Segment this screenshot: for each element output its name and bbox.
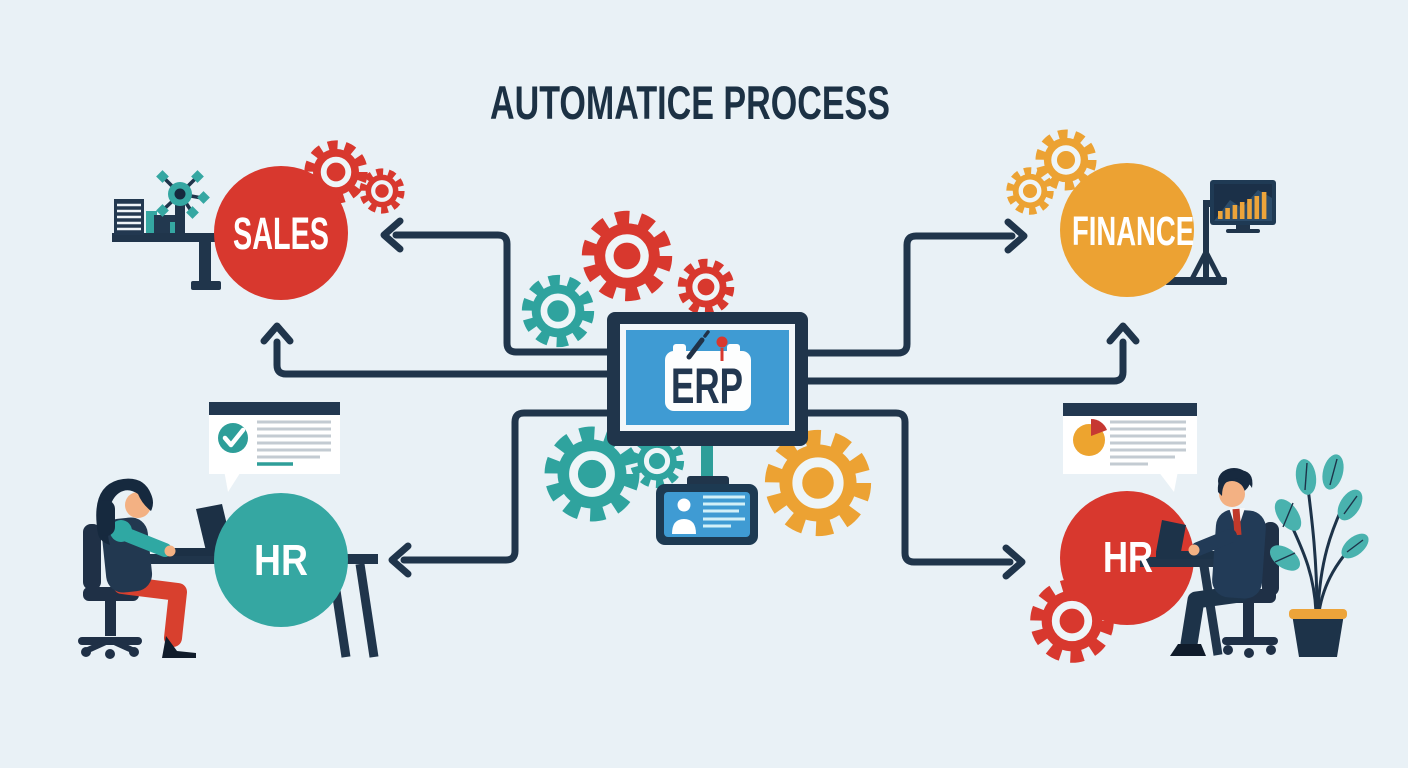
- erp-node: ERP: [607, 312, 808, 545]
- pin-icon: [716, 336, 728, 361]
- hr-left-label: HR: [254, 536, 308, 585]
- sales-desk-illustration: [112, 170, 240, 290]
- laptop-icon: [1156, 520, 1216, 559]
- man-hair-front: [1217, 470, 1253, 496]
- check-report-card: [209, 402, 340, 492]
- man-shoe: [1170, 644, 1206, 656]
- erp-label: ERP: [671, 358, 743, 414]
- woman-hair: [96, 478, 153, 545]
- page-title: AUTOMATICE PROCESS: [490, 76, 890, 129]
- arrow-erp-to-hr-left: [400, 409, 611, 564]
- finance-node: FINANCE: [1060, 163, 1276, 297]
- pie-chart-icon: [1073, 418, 1107, 456]
- man-tie: [1232, 508, 1242, 536]
- badge-stand: [701, 446, 713, 480]
- erp-label-card: ERP: [665, 330, 751, 414]
- sales-node: SALES: [112, 166, 348, 300]
- finance-label: FINANCE: [1072, 208, 1194, 254]
- woman-hand: [164, 545, 176, 557]
- arrowhead-up-sales: [260, 322, 294, 345]
- office-chair-icon: [1222, 522, 1279, 658]
- arrow-erp-to-sales-top: [392, 231, 611, 356]
- man-face: [1219, 481, 1245, 507]
- plant-icon: [1269, 454, 1369, 657]
- arrowhead-right-hr: [1002, 544, 1026, 580]
- check-icon: [218, 423, 248, 453]
- bar-chart-monitor-icon: [1165, 180, 1276, 285]
- hr-left-circle: [214, 493, 348, 627]
- hr-left-node: HR: [78, 402, 379, 659]
- network-hub-icon: [156, 170, 210, 233]
- hr-right-label: HR: [1103, 533, 1153, 582]
- arrow-erp-to-sales-up: [273, 338, 704, 378]
- finance-circle: [1060, 163, 1194, 297]
- pen-icon: [686, 330, 710, 360]
- sales-label: SALES: [233, 208, 329, 259]
- arrow-erp-to-finance-top: [804, 232, 1016, 357]
- arrowhead-left-sales: [380, 217, 404, 253]
- man-arm: [1191, 529, 1237, 556]
- arrowhead-left-hr: [388, 542, 412, 578]
- speech-bubble-icon: [224, 470, 242, 492]
- arrow-erp-to-hr-right: [804, 409, 1014, 566]
- arrow-erp-to-finance-up: [714, 338, 1127, 385]
- hr-right-node: HR: [1036, 403, 1369, 658]
- monitor-icon: [607, 312, 808, 446]
- woman-hair-back: [97, 500, 115, 536]
- woman-shoulder: [110, 520, 132, 542]
- woman-shoe: [162, 636, 196, 658]
- paper-stack-icon: [114, 199, 144, 235]
- connector-lines: [260, 217, 1140, 580]
- woman-at-desk-illustration: [78, 478, 196, 659]
- sales-circle: [214, 166, 348, 300]
- man-hand: [1188, 544, 1200, 556]
- arrowhead-up-finance: [1106, 322, 1140, 345]
- speech-bubble-icon: [1158, 471, 1178, 492]
- pie-report-card: [1063, 403, 1197, 492]
- id-badge-icon: [656, 476, 758, 545]
- man-at-desk-illustration: [1170, 468, 1279, 658]
- arrowhead-right-finance: [1004, 218, 1028, 254]
- hr-right-desk: [1140, 520, 1228, 656]
